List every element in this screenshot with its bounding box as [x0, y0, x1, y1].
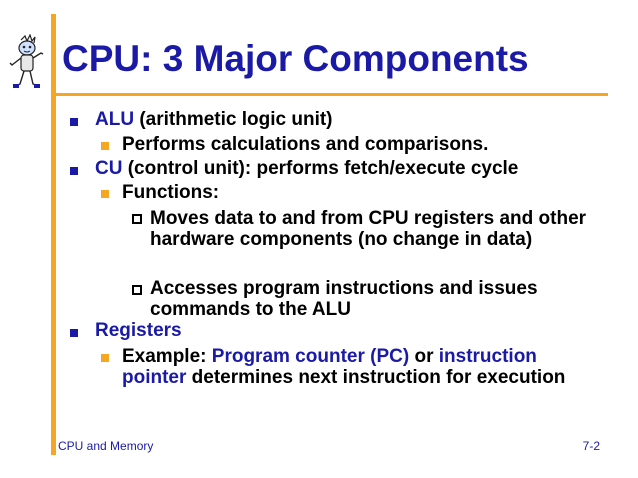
- reg-ip: instruction pointer: [122, 346, 537, 388]
- registers-term: Registers: [95, 320, 182, 341]
- footer-left: CPU and Memory: [58, 439, 154, 453]
- reg-pc: Program counter (PC): [211, 346, 410, 367]
- bullet-registers-sub: Example: Program counter (PC) or instruc…: [122, 346, 602, 388]
- slide-title: CPU: 3 Major Components: [62, 38, 529, 79]
- bullet-square-icon: [70, 329, 78, 337]
- cu-function-1: Moves data to and from CPU registers and…: [150, 208, 587, 250]
- alu-term: ALU: [95, 109, 135, 130]
- reg-prefix: Example:: [122, 346, 212, 367]
- alu-desc: (arithmetic logic unit): [134, 109, 333, 130]
- bullet-square-icon: [101, 190, 109, 198]
- bullet-square-icon: [70, 167, 78, 175]
- bullet-cu-sub: Functions:: [122, 182, 220, 203]
- accent-horizontal-bar: [51, 93, 608, 96]
- bullet-square-icon: [70, 118, 78, 126]
- reg-suffix: determines next instruction for executio…: [186, 367, 566, 388]
- cu-desc: (control unit): performs fetch/execute c…: [122, 158, 519, 179]
- bullet-alu: ALU (arithmetic logic unit): [95, 109, 333, 130]
- cartoon-mascot-icon: [9, 34, 44, 88]
- slide-number: 7-2: [582, 439, 600, 453]
- reg-or: or: [409, 346, 439, 367]
- bullet-square-icon: [101, 354, 109, 362]
- cu-function-2: Accesses program instructions and issues…: [150, 278, 538, 320]
- bullet-cu: CU (control unit): performs fetch/execut…: [95, 158, 518, 179]
- accent-vertical-bar: [51, 14, 56, 455]
- cu-term: CU: [95, 158, 123, 179]
- hollow-square-bullet-icon: [132, 214, 142, 224]
- hollow-square-bullet-icon: [132, 285, 142, 295]
- bullet-registers: Registers: [95, 320, 182, 341]
- bullet-square-icon: [101, 142, 109, 150]
- bullet-alu-sub: Performs calculations and comparisons.: [122, 134, 489, 155]
